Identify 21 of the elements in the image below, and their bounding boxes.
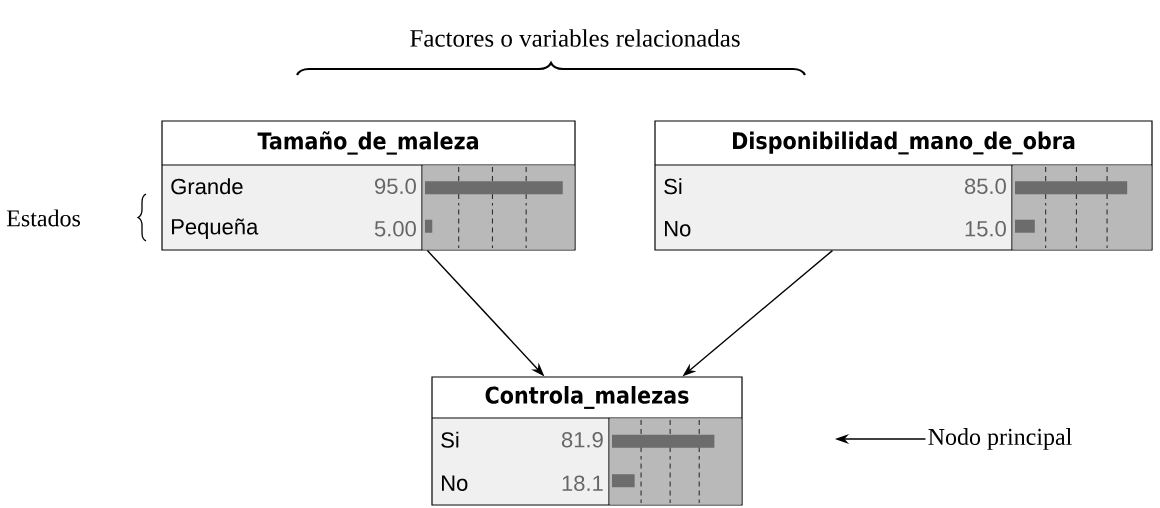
state-value: 85.0 xyxy=(964,178,1006,195)
label-text: Factores o variables relacionadas xyxy=(410,29,740,47)
node-box xyxy=(161,120,576,251)
state-name: Si xyxy=(664,178,682,195)
node-box xyxy=(431,376,743,506)
state-name: No xyxy=(665,221,691,237)
annotation-text: Nodo principal xyxy=(928,428,1072,450)
state-value: 18.1 xyxy=(562,475,603,492)
state-name: Si xyxy=(441,431,459,448)
state-value: 81.9 xyxy=(561,431,603,448)
state-value: 5.00 xyxy=(374,220,416,237)
state-name: Grande xyxy=(171,178,243,195)
state-name: Pequeña xyxy=(172,218,259,239)
state-name: No xyxy=(442,475,468,491)
label-text: Estados xyxy=(6,209,80,227)
node-box xyxy=(654,120,1153,251)
node-title: Tamaño_de_maleza xyxy=(257,131,478,155)
node-title: Controla_malezas xyxy=(485,386,689,409)
node-title: Disponibilidad_mano_de_obra xyxy=(733,131,1075,155)
state-value: 95.0 xyxy=(375,178,416,195)
state-value: 15.0 xyxy=(965,220,1006,237)
